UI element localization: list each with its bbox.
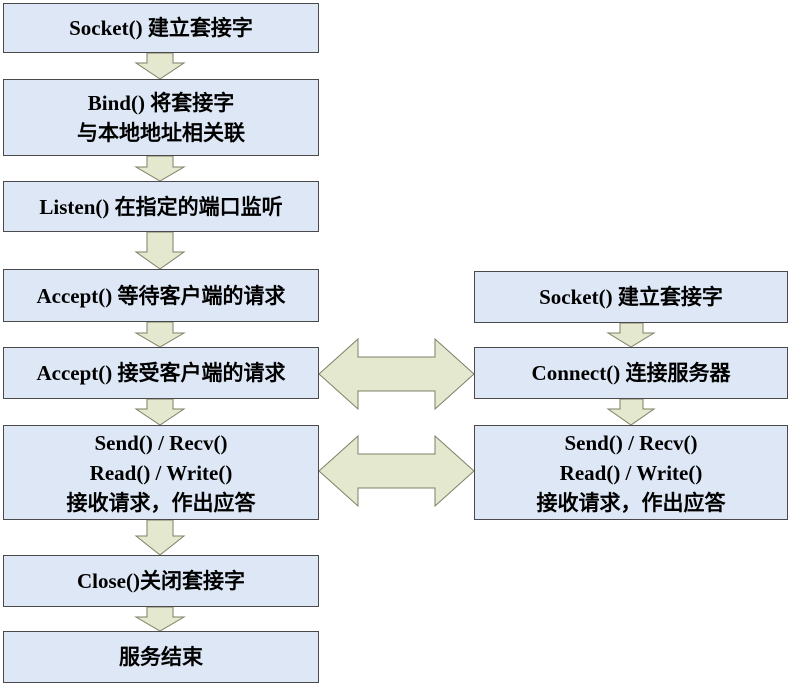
step-text: 与本地地址相关联 [77, 120, 245, 145]
step-text: Read() / Write() [559, 460, 703, 485]
server-bind-step: Bind() 将套接字 与本地地址相关联 [3, 79, 319, 156]
down-arrow-7 [134, 606, 186, 632]
client-socket-step: Socket() 建立套接字 [474, 271, 788, 323]
step-text: 服务结束 [119, 645, 203, 669]
client-down-arrow-2 [606, 398, 656, 426]
step-text: Socket() 建立套接字 [69, 16, 253, 40]
server-socket-step: Socket() 建立套接字 [3, 3, 319, 53]
down-arrow-3 [134, 231, 186, 270]
server-end-step: 服务结束 [3, 631, 319, 683]
double-arrow-connect [318, 337, 475, 411]
step-text: Accept() 接受客户端的请求 [36, 361, 286, 385]
step-text: Close()关闭套接字 [77, 569, 245, 593]
client-down-arrow-1 [606, 322, 656, 348]
step-text: Bind() 将套接字 [87, 90, 235, 115]
step-text: Send() / Recv() [94, 430, 228, 455]
server-accept-wait-step: Accept() 等待客户端的请求 [3, 269, 319, 322]
step-text: Connect() 连接服务器 [531, 361, 731, 385]
step-text: Read() / Write() [89, 460, 233, 485]
server-accept-step: Accept() 接受客户端的请求 [3, 347, 319, 399]
down-arrow-4 [134, 321, 186, 348]
down-arrow-5 [134, 398, 186, 426]
step-text: 接收请求，作出应答 [536, 490, 726, 515]
server-listen-step: Listen() 在指定的端口监听 [3, 181, 319, 232]
down-arrow-1 [134, 52, 186, 80]
server-close-step: Close()关闭套接字 [3, 555, 319, 607]
down-arrow-2 [134, 155, 186, 182]
step-text: Listen() 在指定的端口监听 [39, 194, 283, 219]
step-text: Socket() 建立套接字 [539, 285, 723, 309]
double-arrow-data [318, 434, 475, 508]
server-send-recv-step: Send() / Recv() Read() / Write() 接收请求，作出… [3, 425, 319, 520]
step-text: Accept() 等待客户端的请求 [36, 283, 286, 308]
client-send-recv-step: Send() / Recv() Read() / Write() 接收请求，作出… [474, 425, 788, 520]
step-text: 接收请求，作出应答 [66, 490, 256, 515]
client-connect-step: Connect() 连接服务器 [474, 347, 788, 399]
step-text: Send() / Recv() [564, 430, 698, 455]
down-arrow-6 [134, 519, 186, 556]
